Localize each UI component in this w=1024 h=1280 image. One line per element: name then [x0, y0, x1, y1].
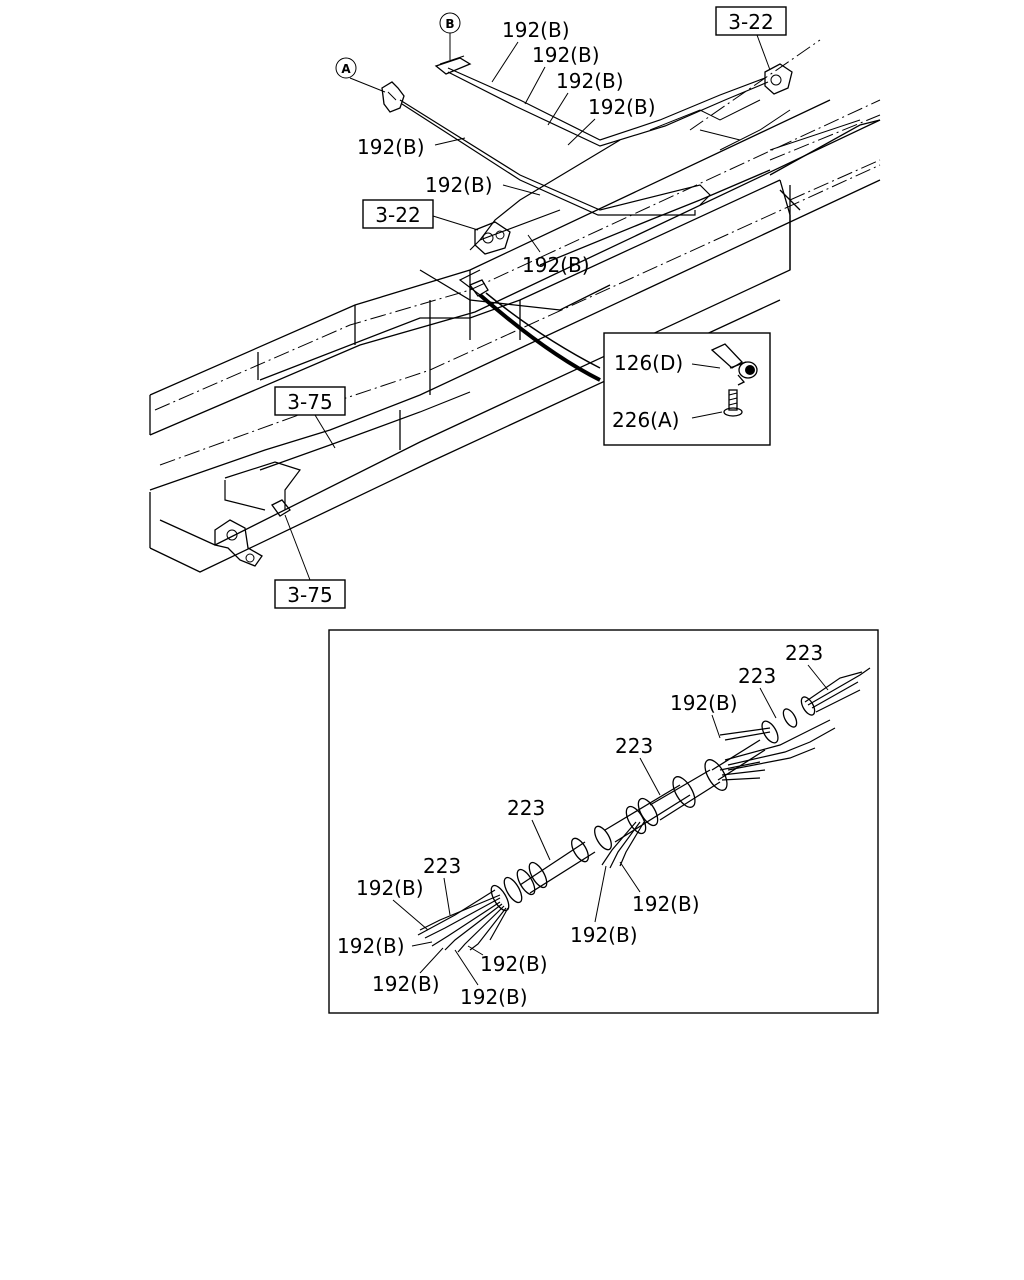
frame-label-5: 192(B)	[357, 135, 466, 159]
frame-label-4: 192(B)	[567, 95, 656, 146]
connector-b	[434, 55, 472, 75]
ref-3-75-mid-label: 3-75	[287, 390, 332, 414]
harness-wires-right	[719, 667, 871, 781]
harness-label-223-mid: 223	[615, 734, 653, 758]
ref-box-3-75-mid: 3-75	[274, 386, 346, 449]
callout-a-label: A	[341, 62, 351, 76]
harness-label-223-right: 223	[738, 664, 776, 688]
connector-126d-label: 126(D)	[614, 351, 683, 375]
frame-label-3: 192(B)	[547, 69, 624, 126]
chassis-frame	[149, 39, 881, 573]
harness-label-192-mid-left: 192(B)	[570, 923, 638, 947]
harness-label-223-center: 223	[507, 796, 545, 820]
frame-label-2: 192(B)	[524, 43, 600, 105]
callout-b: B	[439, 12, 461, 60]
junction-block-mid	[474, 221, 511, 255]
callout-a: A	[335, 57, 386, 93]
ref-box-3-22-top: 3-22	[715, 6, 787, 71]
bolt-226a-drawing	[723, 389, 743, 417]
harness-label-192-bottom: 192(B)	[460, 985, 528, 1009]
ref-box-3-22-mid: 3-22	[362, 199, 479, 231]
junction-block-right	[764, 63, 793, 95]
callout-b-label: B	[445, 17, 454, 31]
harness-wires-mid	[601, 821, 645, 869]
frame-part-label: 192(B)	[425, 173, 493, 197]
clip-left	[271, 499, 291, 517]
ref-3-22-mid-label: 3-22	[375, 203, 420, 227]
frame-part-label: 192(B)	[357, 135, 425, 159]
bolt-226a-label: 226(A)	[612, 408, 679, 432]
frame-label-7: 192(B)	[522, 234, 590, 277]
frame-part-label: 192(B)	[522, 253, 590, 277]
frame-harness	[224, 67, 769, 511]
detail-inset: 126(D) 226(A)	[603, 332, 771, 446]
frame-part-label: 192(B)	[502, 18, 570, 42]
clip-mid	[468, 279, 489, 297]
frame-part-label: 192(B)	[532, 43, 600, 67]
harness-label-192-upper-left: 192(B)	[356, 876, 424, 900]
frame-part-label: 192(B)	[556, 69, 624, 93]
harness-label-192-bottom-right: 192(B)	[480, 952, 548, 976]
harness-label-192-right: 192(B)	[670, 691, 738, 715]
harness-label-192-bottom-left: 192(B)	[372, 972, 440, 996]
connector-a	[381, 81, 405, 113]
connector-126d-drawing	[710, 343, 758, 386]
junction-block-left	[214, 519, 263, 567]
frame-part-label: 192(B)	[588, 95, 656, 119]
harness-wires-left	[417, 889, 509, 953]
harness-label-192-left: 192(B)	[337, 934, 405, 958]
harness-detail: 223 223 223 223 223 192(B) 192(B) 192(B)…	[328, 629, 879, 1014]
harness-label-223-top: 223	[785, 641, 823, 665]
harness-label-192-mid-right: 192(B)	[632, 892, 700, 916]
ref-box-3-75-bot: 3-75	[274, 514, 346, 609]
harness-label-223-left: 223	[423, 854, 461, 878]
ref-3-75-bot-label: 3-75	[287, 583, 332, 607]
frame-label-6: 192(B)	[425, 173, 541, 197]
frame-label-1: 192(B)	[491, 18, 570, 83]
ref-3-22-top-label: 3-22	[728, 10, 773, 34]
